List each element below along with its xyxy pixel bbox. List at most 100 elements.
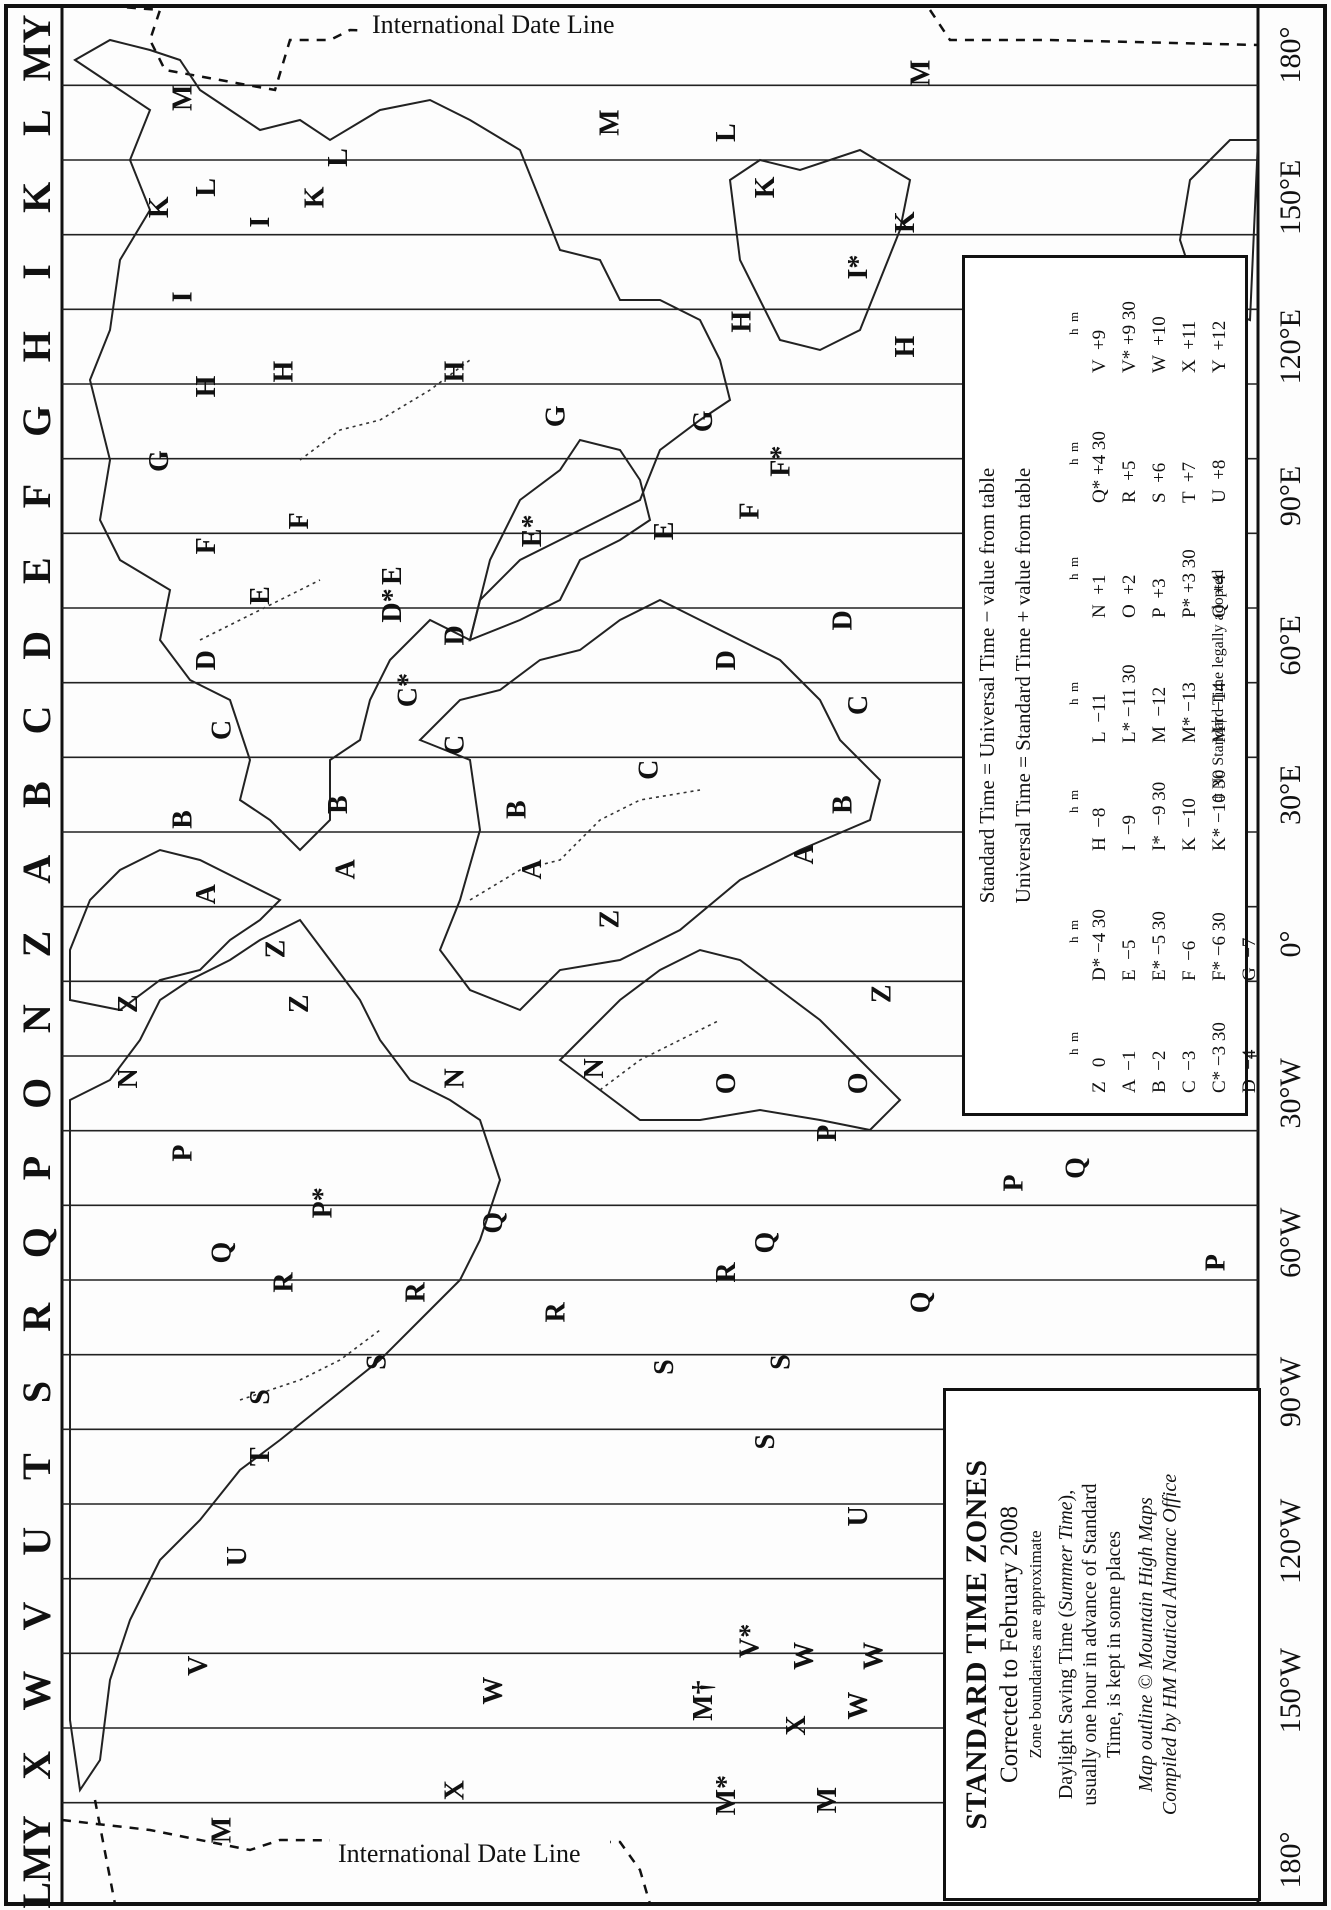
zone-letter: Q	[478, 1212, 509, 1234]
zone-letter: H	[268, 360, 299, 382]
zone-letter: Q	[750, 1232, 781, 1254]
zone-letter: M	[595, 109, 626, 135]
zone-letter: S	[750, 1434, 781, 1450]
zone-band-label: MY	[14, 15, 59, 82]
offset-row: V* +9 30	[1119, 301, 1140, 373]
zone-letter: Q	[1061, 1157, 1092, 1179]
universal-time-equation: Universal Time = Standard Time + value f…	[1011, 467, 1035, 904]
offset-row: E −5	[1119, 939, 1140, 981]
zone-letter: Z	[867, 984, 898, 1003]
zone-letter: K	[890, 211, 921, 233]
zone-letter: U	[222, 1546, 253, 1566]
zone-letter: M	[812, 1787, 843, 1813]
zone-band-label: Z	[14, 931, 59, 958]
zone-letter: R	[268, 1272, 299, 1293]
north-america-outline	[69, 918, 502, 1793]
longitude-label: 90°W	[1274, 1356, 1307, 1427]
zone-letter: S	[362, 1354, 393, 1370]
zone-band-label: H	[14, 331, 59, 362]
zone-band-label: W	[14, 1671, 59, 1711]
zone-band-label: X	[14, 1751, 59, 1780]
zone-letter: R	[540, 1301, 571, 1322]
zone-letter: E	[649, 522, 680, 541]
zone-letter: R	[711, 1262, 742, 1283]
zone-band-label: Q	[14, 1227, 59, 1258]
offset-column-header: h m	[1066, 919, 1081, 943]
offset-column-header: h m	[1066, 789, 1081, 813]
offset-row: W +10	[1149, 316, 1170, 373]
date-line-label-top: International Date Line	[372, 10, 615, 39]
longitude-label: 60°W	[1274, 1207, 1307, 1278]
zone-letter: G	[688, 410, 719, 432]
zone-band-label: I	[14, 264, 59, 280]
offset-row: D* −4 30	[1089, 909, 1110, 981]
zone-letter: B	[323, 795, 354, 814]
zone-letter: X	[439, 1780, 470, 1800]
zone-letter: V*	[734, 1624, 765, 1658]
zone-band-label: N	[14, 1004, 59, 1033]
zone-letter: W	[789, 1642, 820, 1670]
longitude-label: 150°W	[1274, 1647, 1307, 1733]
zone-letter: S	[245, 1389, 276, 1405]
credits: Map outline © Mountain High Maps Compile…	[1134, 1391, 1182, 1898]
offset-column-header: h m	[1066, 1031, 1081, 1055]
zone-letter: D*	[377, 588, 408, 622]
zone-letter: W	[859, 1642, 890, 1670]
standard-time-equation: Standard Time = Universal Time − value f…	[975, 467, 999, 904]
country-borders	[199, 359, 721, 1401]
zone-letter: P	[1200, 1254, 1231, 1271]
zone-letter: W	[843, 1692, 874, 1720]
zone-letter: M	[206, 1817, 237, 1843]
zone-letter: M†	[688, 1680, 719, 1720]
date-line-label-bottom: International Date Line	[338, 1839, 581, 1868]
zone-letter: C	[843, 695, 874, 715]
greenland-outline	[69, 848, 282, 1012]
zone-band-label: G	[14, 406, 59, 437]
offset-row: L −11	[1089, 693, 1110, 743]
date-line-top-right	[928, 9, 1259, 47]
zone-letter: Q	[206, 1242, 237, 1264]
date-line-bottom	[61, 1818, 652, 1905]
zone-letter: O	[711, 1072, 742, 1094]
zone-letter: Z	[595, 910, 626, 929]
australia-outline	[728, 148, 912, 352]
arabia-india-outline	[468, 438, 652, 642]
zone-letter: C	[439, 735, 470, 755]
zone-band-label: A	[14, 855, 59, 884]
zone-band-label: B	[14, 781, 59, 808]
zone-letter: P	[999, 1174, 1030, 1191]
zone-letter: P	[812, 1125, 843, 1142]
date-line-label-bg-bottom	[330, 1836, 610, 1868]
zone-letter: N	[439, 1068, 470, 1088]
zone-letter: H	[191, 375, 222, 397]
offset-column-header: h m	[1066, 556, 1081, 580]
eurasia-outline	[73, 38, 732, 852]
zone-letter: P*	[307, 1187, 338, 1218]
dst-note-italic: Summer Time	[1055, 1501, 1077, 1611]
zone-letter: Z	[261, 940, 292, 959]
offset-row: T +7	[1179, 462, 1200, 503]
offset-column-header: h m	[1066, 441, 1081, 465]
zone-letter: Z	[113, 994, 144, 1013]
offset-row: C −3	[1179, 1050, 1200, 1093]
zone-letter: E*	[517, 515, 548, 548]
longitude-label: 120°W	[1274, 1498, 1307, 1584]
zone-letter: O	[843, 1072, 874, 1094]
offset-row: Z 0	[1089, 1057, 1110, 1093]
credit-compiled-by: Compiled by HM Nautical Almanac Office	[1159, 1473, 1181, 1816]
map-subtitle: Corrected to February 2008	[996, 1506, 1023, 1784]
longitude-labels: 180°150°W120°W90°W60°W30°W0°30°E60°E90°E…	[1274, 27, 1307, 1889]
zone-letter: T	[245, 1447, 276, 1466]
offset-row: L* −11 30	[1119, 664, 1140, 743]
zone-letter: G	[540, 405, 571, 427]
zone-band-label: S	[14, 1381, 59, 1403]
zone-letter: N	[113, 1068, 144, 1088]
offset-row: A −1	[1119, 1050, 1140, 1093]
dst-note: Daylight Saving Time (Summer Time), usua…	[1054, 1391, 1126, 1898]
date-line-bottom-left	[93, 1799, 117, 1905]
